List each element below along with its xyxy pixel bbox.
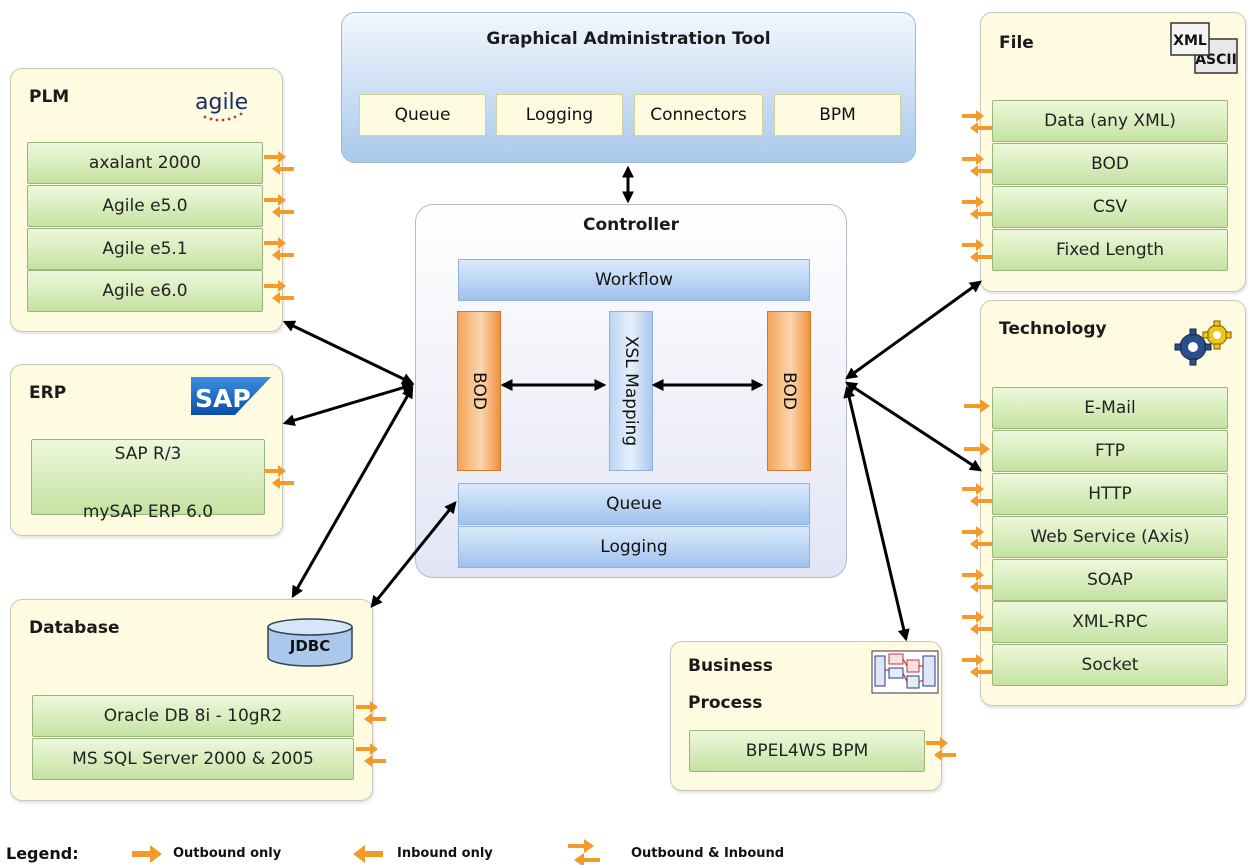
plm-item-agile-e51: Agile e5.1 <box>27 228 263 270</box>
agile-logo: agile <box>193 85 263 125</box>
tech-item-http: HTTP <box>992 473 1228 515</box>
legend-both: Outbound & Inbound <box>631 846 785 861</box>
erp-item-line2: mySAP ERP 6.0 <box>82 502 214 522</box>
admin-connectors: Connectors <box>634 94 763 136</box>
admin-logging: Logging <box>496 94 623 136</box>
admin-bpm: BPM <box>774 94 901 136</box>
database-panel: Database JDBC Oracle DB 8i - 10gR2 MS SQ… <box>10 599 373 801</box>
process-diagram-icon <box>871 650 939 694</box>
svg-text:XML: XML <box>1173 33 1207 49</box>
file-item-bod: BOD <box>992 143 1228 185</box>
connector-technology <box>844 381 983 472</box>
admin-tool-panel: Graphical Administration Tool Queue Logg… <box>341 12 916 163</box>
legend-title: Legend: <box>6 844 79 863</box>
bod-right: BOD <box>767 311 811 471</box>
erp-title: ERP <box>29 383 67 403</box>
business-process-panel: Business Process BPEL4WS BPM <box>670 641 942 791</box>
workflow-bar: Workflow <box>458 259 810 301</box>
tech-item-email: E-Mail <box>992 387 1228 429</box>
tech-item-soap: SOAP <box>992 559 1228 601</box>
legend-inbound: Inbound only <box>397 846 493 861</box>
bod-right-label: BOD <box>779 372 799 410</box>
jdbc-logo: JDBC <box>264 617 356 669</box>
technology-title: Technology <box>999 319 1107 339</box>
connector-business-process <box>843 385 910 642</box>
legend-outbound-arrow-icon <box>132 845 162 863</box>
bod-left-label: BOD <box>469 372 489 410</box>
tech-item-xmlrpc: XML-RPC <box>992 601 1228 643</box>
connector-plm <box>282 320 415 385</box>
bp-item-bpel: BPEL4WS BPM <box>689 730 925 772</box>
file-item-fixed: Fixed Length <box>992 229 1228 271</box>
controller-title: Controller <box>582 215 679 235</box>
xsl-mapping-bar: XSL Mapping <box>609 311 653 471</box>
svg-text:JDBC: JDBC <box>289 637 330 655</box>
file-title: File <box>999 33 1034 53</box>
erp-item-sap: SAP R/3 mySAP ERP 6.0 <box>31 439 265 522</box>
file-item-xml: Data (any XML) <box>992 100 1228 142</box>
legend-inbound-arrow-icon <box>353 845 383 863</box>
xsl-mapping-label: XSL Mapping <box>621 335 641 447</box>
file-panel: File ASCII XML Data (any XML) BOD CSV Fi… <box>980 12 1246 292</box>
legend-both-arrow-icon <box>568 839 600 865</box>
svg-text:ASCII: ASCII <box>1195 52 1237 68</box>
connector-database-controller <box>291 385 414 599</box>
bod-left: BOD <box>457 311 501 471</box>
controller-panel: Controller Workflow BOD XSL Mapping BOD … <box>415 204 847 578</box>
gears-icon <box>1171 317 1235 367</box>
plm-item-agile-e60: Agile e6.0 <box>27 270 263 312</box>
legend-outbound: Outbound only <box>173 846 282 861</box>
bp-title-line2: Process <box>688 693 763 713</box>
connector-file <box>845 280 982 380</box>
queue-bar: Queue <box>458 483 810 525</box>
xml-ascii-logo: ASCII XML <box>1169 21 1245 79</box>
svg-text:agile: agile <box>195 90 248 115</box>
admin-queue: Queue <box>359 94 486 136</box>
bp-title: Business Process <box>688 648 773 722</box>
plm-item-agile-e50: Agile e5.0 <box>27 185 263 227</box>
tech-item-socket: Socket <box>992 644 1228 686</box>
erp-panel: ERP SAP SAP R/3 mySAP ERP 6.0 <box>10 364 283 536</box>
file-item-csv: CSV <box>992 186 1228 228</box>
db-item-mssql: MS SQL Server 2000 & 2005 <box>32 738 354 780</box>
plm-item-axalant: axalant 2000 <box>27 142 263 184</box>
erp-item-line1: SAP R/3 <box>114 444 182 464</box>
admin-tool-title: Graphical Administration Tool <box>486 29 771 49</box>
database-title: Database <box>29 618 120 638</box>
connector-erp <box>282 382 415 426</box>
bp-title-line1: Business <box>688 656 773 676</box>
db-item-oracle: Oracle DB 8i - 10gR2 <box>32 695 354 737</box>
svg-text:SAP: SAP <box>195 384 251 413</box>
tech-item-webservice: Web Service (Axis) <box>992 516 1228 558</box>
logging-bar: Logging <box>458 526 810 568</box>
technology-panel: Technology E-Mail FTP HTTP Web Service (… <box>980 300 1246 706</box>
plm-title: PLM <box>29 87 70 107</box>
plm-panel: PLM agile axalant 2000 Agile e5.0 Agile … <box>10 68 283 332</box>
sap-logo: SAP <box>191 375 271 417</box>
tech-item-ftp: FTP <box>992 430 1228 472</box>
